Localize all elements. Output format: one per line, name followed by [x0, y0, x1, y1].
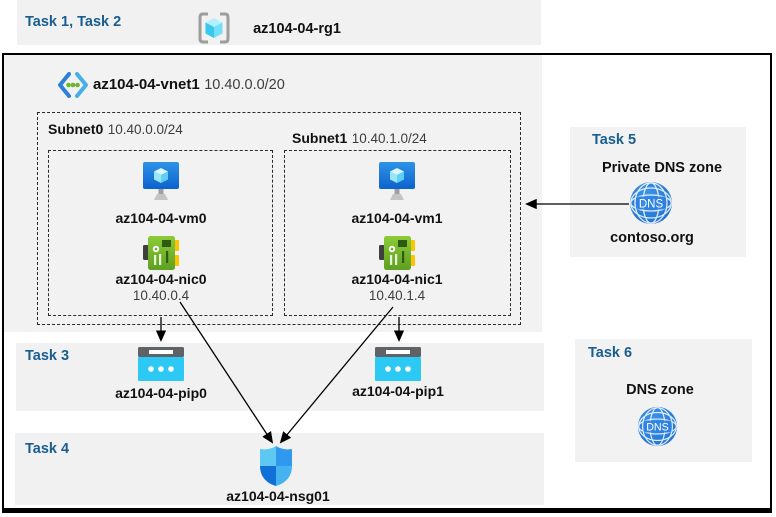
subnet0-cidr: 10.40.0.0/24 — [107, 122, 183, 137]
task1-2-label: Task 1, Task 2 — [25, 14, 122, 30]
task3-band — [16, 343, 544, 411]
vm1-name: az104-04-vm1 — [351, 210, 443, 226]
resource-group-icon — [197, 11, 231, 45]
nic1-ip: 10.40.1.4 — [368, 288, 426, 303]
subnet1-label: Subnet1 10.40.1.0/24 — [292, 130, 427, 148]
public-ip1-icon — [375, 347, 421, 381]
subnet1-box — [284, 150, 511, 316]
vm0-icon — [142, 161, 180, 202]
subnet1-cidr: 10.40.1.0/24 — [351, 131, 427, 146]
resource-group-name: az104-04-rg1 — [253, 21, 341, 37]
nic1-name: az104-04-nic1 — [351, 271, 443, 287]
nic0-name: az104-04-nic0 — [115, 271, 207, 287]
vm0-name: az104-04-vm0 — [115, 210, 207, 226]
dns-icon-text: DNS — [639, 199, 664, 211]
nsg-name: az104-04-nsg01 — [226, 488, 330, 504]
nic0-icon — [143, 236, 180, 270]
subnet1-name: Subnet1 — [292, 130, 348, 146]
task1-2-band — [17, 0, 541, 45]
private-dns-icon: DNS — [629, 181, 673, 225]
vm1-icon — [378, 161, 416, 202]
public-ip1-name: az104-04-pip1 — [352, 383, 444, 399]
public-ip0-name: az104-04-pip0 — [115, 385, 207, 401]
vnet-title: az104-04-vnet1 10.40.0.0/20 — [93, 76, 285, 94]
subnet0-name: Subnet0 — [48, 121, 104, 137]
nic1-icon — [379, 236, 416, 270]
subnets-container — [37, 112, 521, 325]
subnet0-box — [48, 150, 273, 316]
vnet-cidr: 10.40.0.0/20 — [204, 77, 285, 93]
dns-icon-text: DNS — [646, 422, 669, 434]
task6-label: Task 6 — [588, 345, 633, 361]
public-ip0-icon — [138, 347, 184, 381]
nsg-icon — [259, 445, 293, 487]
vnet-panel — [4, 55, 542, 332]
task3-label: Task 3 — [25, 348, 70, 364]
task4-label: Task 4 — [25, 441, 70, 457]
vnet-name: az104-04-vnet1 — [93, 76, 200, 93]
virtual-network-icon — [57, 72, 89, 98]
dns-zone-title: DNS zone — [626, 382, 694, 398]
task5-label: Task 5 — [592, 132, 637, 148]
dns-zone-icon: DNS — [637, 406, 678, 447]
nic0-ip: 10.40.0.4 — [132, 288, 190, 303]
private-dns-zone-title: Private DNS zone — [601, 160, 723, 176]
subnet0-label: Subnet0 10.40.0.0/24 — [48, 121, 183, 139]
private-dns-zone-name: contoso.org — [610, 230, 694, 246]
